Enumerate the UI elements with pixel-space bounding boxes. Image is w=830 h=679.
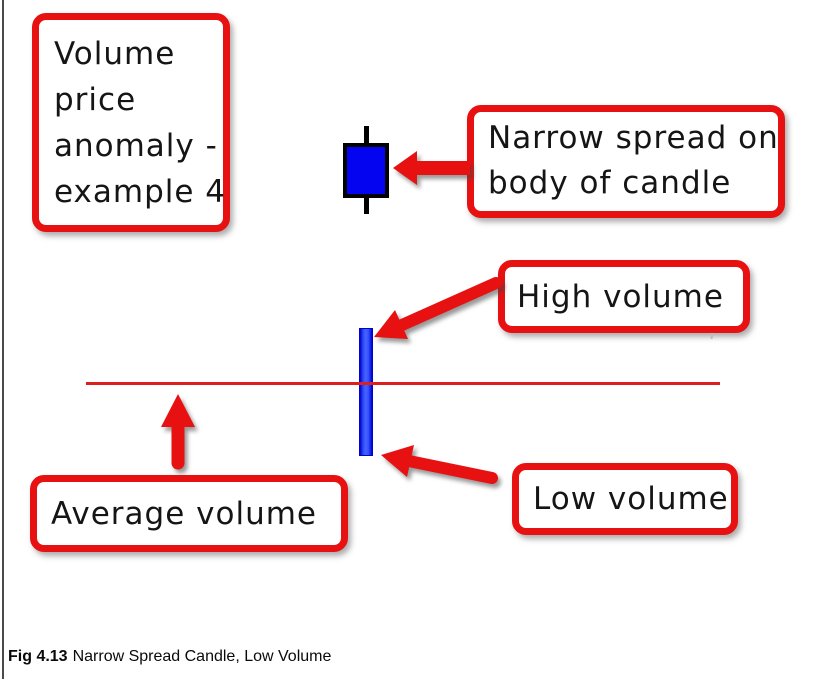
low-volume-callout: Low volume bbox=[512, 463, 738, 535]
candle-body bbox=[343, 143, 389, 198]
title-box: Volume price anomaly - example 4 bbox=[32, 13, 230, 232]
average-volume-arrow-icon bbox=[161, 394, 195, 470]
print-smudge bbox=[710, 332, 714, 340]
figure-number: Fig 4.13 bbox=[8, 648, 68, 665]
title-line-1: Volume bbox=[54, 36, 176, 72]
low-volume-label: Low volume bbox=[533, 481, 729, 517]
narrow-spread-callout: Narrow spread on body of candle bbox=[467, 105, 785, 218]
average-volume-label: Average volume bbox=[51, 495, 317, 532]
narrow-spread-line-1: Narrow spread on bbox=[488, 120, 779, 156]
page-left-border bbox=[2, 0, 4, 679]
volume-bar bbox=[359, 328, 373, 456]
low-volume-arrow-icon bbox=[381, 445, 498, 484]
figure-title: Narrow Spread Candle, Low Volume bbox=[72, 648, 332, 665]
average-volume-callout: Average volume bbox=[30, 475, 348, 552]
title-line-4: example 4 bbox=[54, 174, 227, 210]
average-volume-line bbox=[86, 382, 720, 385]
title-line-2: price bbox=[54, 82, 137, 118]
narrow-spread-line-2: body of candle bbox=[488, 165, 732, 201]
title-line-3: anomaly - bbox=[54, 128, 218, 164]
narrow-spread-arrow-icon bbox=[393, 151, 470, 185]
high-volume-callout: High volume bbox=[498, 260, 750, 333]
high-volume-arrow-icon bbox=[374, 277, 502, 339]
high-volume-label: High volume bbox=[517, 278, 724, 315]
